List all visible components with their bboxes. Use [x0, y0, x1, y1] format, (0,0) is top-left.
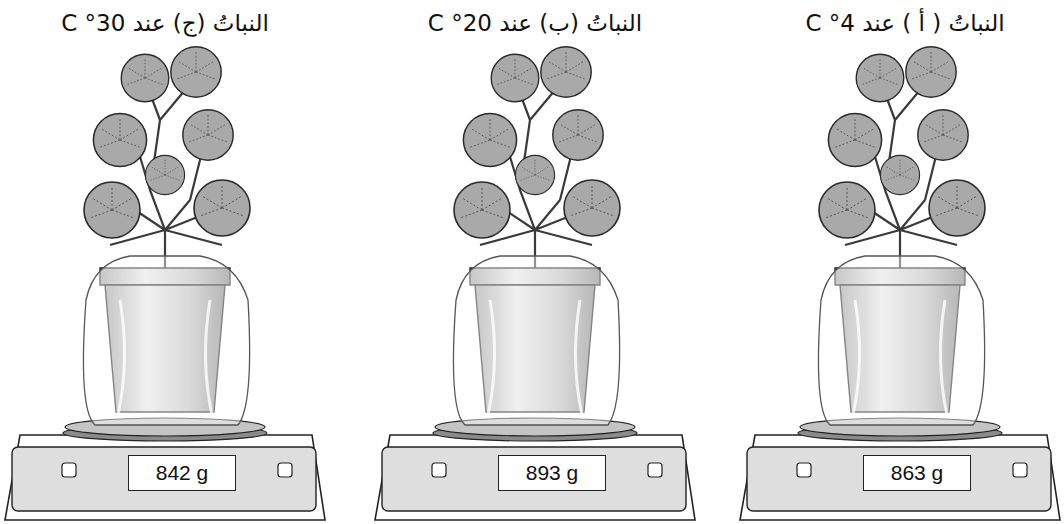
weight-reading: 893 g — [526, 461, 579, 485]
plant-on-scale — [740, 47, 1060, 520]
scale-display: 893 g — [498, 455, 606, 491]
plant-label: النباتُ ( أ ) عند 4° C — [745, 10, 1064, 36]
plant-on-scale — [5, 47, 325, 520]
weight-reading: 863 g — [891, 461, 944, 485]
weight-reading: 842 g — [156, 461, 209, 485]
plant-label: النباتُ (ب) عند 20° C — [375, 10, 695, 36]
plant-label: النباتُ (ج) عند 30° C — [5, 10, 325, 36]
plant-on-scale — [375, 47, 695, 520]
scale-display: 842 g — [128, 455, 236, 491]
scale-display: 863 g — [863, 455, 971, 491]
